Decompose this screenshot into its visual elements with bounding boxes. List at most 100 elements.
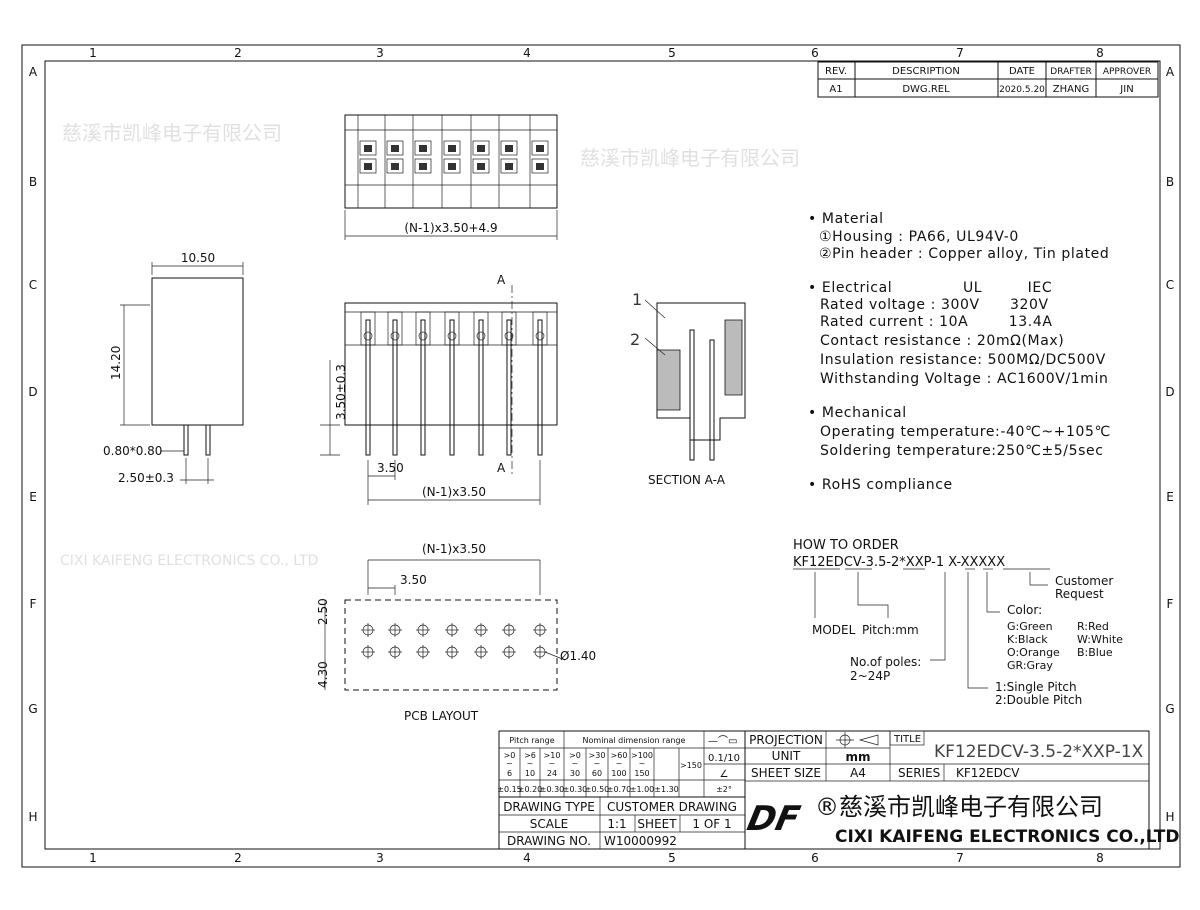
spec-withstanding-voltage: Withstanding Voltage : AC1600V/1min [820, 371, 1108, 387]
title-block: >0~6>6~10>10~24>0~30>30~60>60~100>100~15… [497, 730, 1180, 850]
column-label: 7 [956, 46, 964, 60]
color-option: B:Blue [1077, 646, 1113, 659]
screw-icon [476, 331, 486, 341]
unit-value: mm [845, 750, 870, 764]
rev-value: A1 [829, 84, 842, 95]
pitch-range-header: Pitch range [509, 736, 554, 745]
tilde: ~ [616, 759, 623, 768]
approver-header: APPROVER [1103, 67, 1151, 77]
row-label: D [28, 385, 37, 399]
pin-square [536, 145, 544, 152]
spec-soldering-temp: Soldering temperature:250℃±5/5sec [820, 443, 1104, 459]
tolerance-value: ±0.15 [497, 785, 522, 794]
spec-pin-header: ②Pin header : Copper alloy, Tin plated [819, 246, 1109, 262]
top-view: (N-1)x3.50+4.9 [344, 114, 558, 240]
tilde: ~ [639, 759, 646, 768]
pin-cavity [472, 158, 490, 174]
pcb-hole [533, 645, 547, 659]
pin-window [501, 311, 517, 346]
approver-value: JIN [1119, 84, 1133, 95]
tolerance-value: ±1.30 [654, 785, 679, 794]
drawing-no-label: DRAWING NO. [507, 834, 591, 848]
order-double-pitch: 2:Double Pitch [995, 693, 1082, 707]
projection-label: PROJECTION [749, 733, 823, 747]
pcb-hole [361, 645, 375, 659]
pcb-hole [388, 623, 402, 637]
column-label: 2 [234, 851, 242, 865]
pin-window [387, 311, 403, 346]
pcb-row2-dimension: 4.30 [316, 661, 330, 688]
tolerance-value: ±0.30 [540, 785, 565, 794]
side-view: 10.50 14.20 0.80*0.80 2.50±0.3 [103, 251, 244, 485]
pin-window [360, 311, 376, 346]
column-label: 2 [234, 46, 242, 60]
pin-window [415, 311, 431, 346]
angle-icon: ∠ [720, 769, 729, 780]
row-label: C [1166, 278, 1174, 292]
pin-square [364, 163, 372, 170]
spec-contact-resistance: Contact resistance : 20mΩ(Max) [820, 333, 1064, 349]
flatness-tolerance: 0.1/10 [708, 753, 740, 764]
pin-cavity [443, 140, 461, 156]
logo-mark: DF [744, 799, 804, 839]
pin-square [505, 145, 513, 152]
order-poles-label: No.of poles: [850, 655, 921, 669]
drawing-no: W10000992 [604, 834, 677, 848]
pin-square [448, 163, 456, 170]
drawing-type-label: DRAWING TYPE [503, 800, 595, 814]
pin-cavity [531, 158, 549, 174]
color-option: O:Orange [1007, 646, 1060, 659]
pin-spacing-dimension: 2.50±0.3 [118, 471, 174, 485]
specifications: • Material ①Housing : PA66, UL94V-0 ②Pin… [808, 211, 1110, 493]
range-from: >30 [589, 751, 606, 760]
row-label: H [28, 810, 37, 824]
column-label: 1 [89, 851, 97, 865]
scale-value: 1:1 [607, 817, 626, 831]
watermark-text: 慈溪市凯峰电子有限公司 [580, 146, 800, 170]
top-width-dimension: (N-1)x3.50+4.9 [404, 221, 497, 235]
side-height-dimension: 14.20 [109, 346, 123, 380]
spec-housing: ①Housing : PA66, UL94V-0 [819, 229, 1019, 245]
pin-square [448, 145, 456, 152]
pin-square [536, 163, 544, 170]
pcb-hole [502, 623, 516, 637]
pin-cavity [414, 158, 432, 174]
section-view: 1 2 SECTION A-A [630, 290, 746, 487]
range-to: 100 [611, 769, 626, 778]
pcb-hole [416, 645, 430, 659]
pin-length-dimension: 3.50±0.3 [334, 364, 348, 420]
tolerance-value: ±0.70 [607, 785, 632, 794]
column-label: 3 [376, 46, 384, 60]
pin-square [477, 145, 485, 152]
company-logo: DF [744, 799, 804, 839]
pin [478, 319, 484, 456]
tilde: ~ [572, 759, 579, 768]
row-label: F [30, 597, 37, 611]
spec-rated-current: Rated current : 10A 13.4A [820, 314, 1053, 330]
pin-cavity [386, 158, 404, 174]
range-to: 6 [507, 769, 512, 778]
row-label: A [29, 65, 38, 79]
range-from: >0 [569, 751, 581, 760]
drawing-type: CUSTOMER DRAWING [607, 800, 737, 814]
projection-symbol-icon [836, 732, 879, 748]
company-name-en: CIXI KAIFENG ELECTRONICS CO.,LTD [835, 827, 1180, 847]
watermark-text: CIXI KAIFENG ELECTRONICS CO., LTD [60, 553, 318, 569]
pin-cavity [500, 140, 518, 156]
pin-window [473, 311, 489, 346]
date-header: DATE [1009, 66, 1035, 77]
order-poles-range: 2~24P [850, 669, 890, 683]
row-label: C [29, 278, 37, 292]
pcb-pitch-dimension: 3.50 [400, 573, 427, 587]
range-from: >100 [631, 751, 653, 760]
nominal-range-header: Nominal dimension range [583, 736, 686, 745]
date-value: 2020.5.20 [999, 85, 1045, 95]
order-single-pitch: 1:Single Pitch [995, 680, 1077, 694]
pin-square [419, 163, 427, 170]
screw-icon [390, 331, 400, 341]
screw-icon [447, 331, 457, 341]
pcb-row1-dimension: 2.50 [316, 598, 330, 625]
column-label: 5 [668, 851, 676, 865]
row-label: H [1165, 810, 1174, 824]
